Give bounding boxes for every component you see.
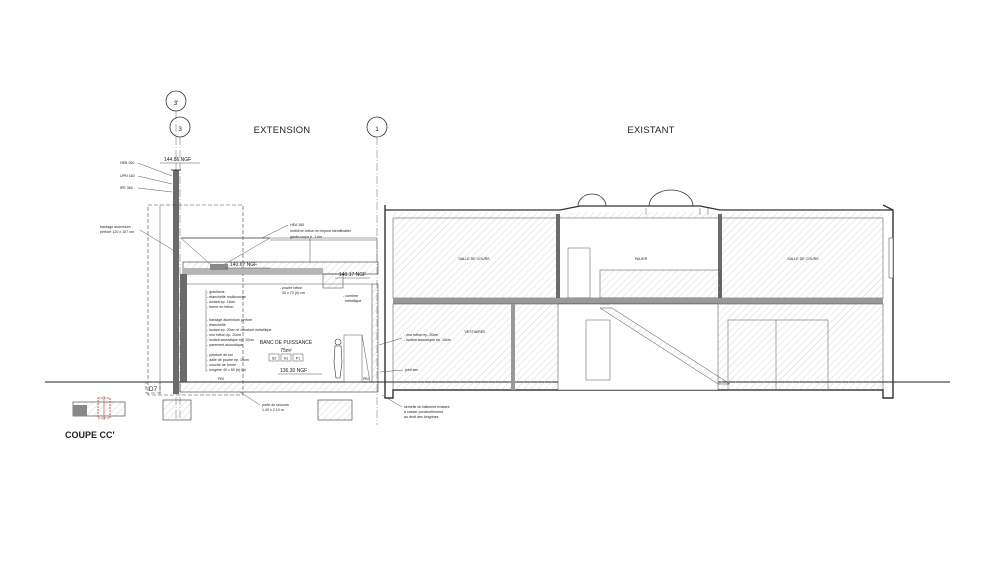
bardage-note: bardage aluminium perforé 120 x 107 cm — [100, 225, 174, 251]
svg-text:1: 1 — [375, 126, 379, 133]
svg-text:- parement acoustique: - parement acoustique — [207, 343, 243, 347]
svg-text:- bardage aluminium perforé: - bardage aluminium perforé — [207, 318, 252, 322]
level-roof-edge: 140.17 NGF — [335, 272, 370, 279]
level-floor: 136.30 NGF — [278, 368, 322, 375]
svg-text:métallique: métallique — [345, 299, 361, 303]
svg-text:3: 3 — [178, 126, 182, 133]
pbi-label-right: PBI — [363, 377, 369, 381]
svg-text:- isolant ep. 20cm et ossature: - isolant ep. 20cm et ossature métalliqu… — [207, 328, 272, 332]
level-top: 144.86 NGF — [160, 157, 200, 164]
svg-text:- gravillons: - gravillons — [207, 290, 225, 294]
mark-d7: D7 — [145, 381, 161, 394]
svg-text:- mur béton ep. 20cm: - mur béton ep. 20cm — [207, 333, 241, 337]
svg-text:- étanchéité multicouche: - étanchéité multicouche — [207, 295, 246, 299]
svg-text:30 x 70 (h) cm: 30 x 70 (h) cm — [282, 291, 305, 295]
room-area: 75m² — [280, 348, 292, 354]
svg-text:140.67 NGF: 140.67 NGF — [230, 262, 257, 268]
hea-notes: HEA 160 mobili en béton en impost identi… — [261, 223, 351, 239]
roof-notes: - gravillons - étanchéité multicouche - … — [207, 290, 246, 309]
svg-text:bardage aluminium: bardage aluminium — [100, 225, 131, 229]
room-name: BANC DE PUISSANCE — [260, 340, 313, 346]
svg-text:- dalle de poutre ep. 15cm: - dalle de poutre ep. 15cm — [207, 358, 249, 362]
svg-text:au droit des longrines: au droit des longrines — [404, 415, 439, 419]
svg-text:perforé 120 x 107 cm: perforé 120 x 107 cm — [100, 230, 134, 234]
svg-text:semelle du bâtiment existant: semelle du bâtiment existant — [404, 405, 450, 409]
human-figure-icon — [333, 338, 343, 379]
room-palier: PALIER — [635, 257, 648, 261]
svg-text:mobili en béton en impost iden: mobili en béton en impost identificatiel — [290, 229, 351, 233]
svg-text:S2: S2 — [272, 357, 276, 361]
room-salle-de-cours-2: SALLE DE COURS — [787, 257, 819, 261]
svg-text:- longrine 40 x 60 (h) cm: - longrine 40 x 60 (h) cm — [207, 368, 246, 372]
svg-text:D7: D7 — [149, 386, 158, 393]
svg-text:136.30 NGF: 136.30 NGF — [280, 368, 307, 374]
floor-notes: - peinture de sol - dalle de poutre ep. … — [205, 290, 249, 372]
svg-text:- forme en béton: - forme en béton — [207, 305, 233, 309]
svg-text:HEA 160: HEA 160 — [290, 223, 304, 227]
svg-text:garde-corps h. 1 km: garde-corps h. 1 km — [290, 235, 322, 239]
room-vestiaires: VESTIAIRES — [464, 330, 486, 334]
drawing-title: COUPE CC' — [65, 430, 115, 440]
svg-text:H1: H1 — [284, 357, 289, 361]
pbi-label-left: PBI — [218, 377, 224, 381]
svg-text:IPE 360: IPE 360 — [120, 186, 133, 190]
svg-text:3': 3' — [174, 100, 179, 107]
svg-text:1.40 x 2.10 m: 1.40 x 2.10 m — [262, 408, 284, 412]
exit-door-note: porte de secours 1.40 x 2.10 m — [239, 391, 289, 412]
wall-notes: - bardage aluminium perforé - étanchéité… — [207, 318, 272, 347]
svg-text:UPN 160: UPN 160 — [120, 174, 135, 178]
svg-text:à casser ponctuellement: à casser ponctuellement — [404, 410, 443, 414]
svg-text:- isolant acoustique ep. 10cm: - isolant acoustique ep. 10cm — [207, 338, 254, 342]
axis-1: 1 — [366, 116, 388, 138]
section-header-existant: EXISTANT — [627, 125, 674, 136]
section-header-extension: EXTENSION — [254, 125, 311, 136]
svg-text:- peinture de sol: - peinture de sol — [207, 353, 233, 357]
svg-text:- poutre béton: - poutre béton — [280, 286, 302, 290]
axis-3prime: 3' — [165, 90, 187, 112]
svg-text:140.17 NGF: 140.17 NGF — [339, 272, 366, 278]
svg-text:- mur béton ep. 20cm: - mur béton ep. 20cm — [404, 333, 438, 337]
steel-profile-notes: HEB 260 UPN 160 IPE 360 — [120, 161, 173, 193]
level-roof: 140.67 NGF — [225, 262, 270, 269]
svg-text:- cornière: - cornière — [343, 294, 358, 298]
room-codes: S2 H1 P1 — [268, 353, 304, 362]
svg-text:porte de secours: porte de secours — [262, 403, 289, 407]
svg-text:HEB 260: HEB 260 — [120, 161, 134, 165]
svg-text:- isolant acoustique ep. 10cm: - isolant acoustique ep. 10cm — [404, 338, 451, 342]
svg-text:- étanchéité: - étanchéité — [207, 323, 226, 327]
beam-notes: - poutre béton 30 x 70 (h) cm - cornière… — [280, 286, 361, 303]
svg-text:- isolant ep. 16cm: - isolant ep. 16cm — [207, 300, 235, 304]
foundation-note: semelle du bâtiment existant à casser po… — [381, 394, 450, 419]
svg-text:- couche de forme: - couche de forme — [207, 363, 236, 367]
key-plan-icon — [72, 396, 126, 420]
axis-3: 3 — [169, 116, 191, 138]
joint-note: joint sec — [404, 368, 418, 372]
svg-text:144.86 NGF: 144.86 NGF — [164, 157, 191, 163]
svg-text:P1: P1 — [296, 357, 300, 361]
existing-wall-notes: - mur béton ep. 20cm - isolant acoustiqu… — [378, 333, 451, 346]
room-salle-de-cours-1: SALLE DE COURS — [458, 257, 490, 261]
